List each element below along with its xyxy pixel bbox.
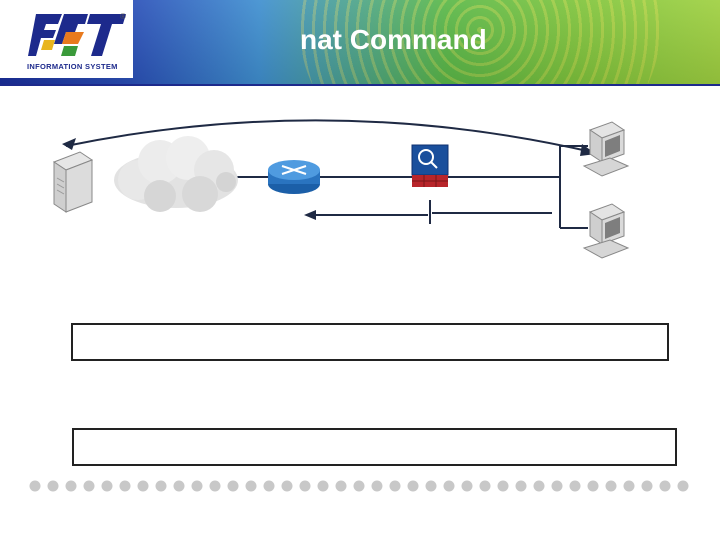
footer-dot (497, 480, 509, 492)
header-banner: ® INFORMATION SYSTEM nat Command (0, 0, 720, 86)
footer-dot (335, 480, 347, 492)
footer-dot (443, 480, 455, 492)
footer-dot (299, 480, 311, 492)
footer-dot (461, 480, 473, 492)
footer-dot (209, 480, 221, 492)
footer-dot (371, 480, 383, 492)
footer-dot (551, 480, 563, 492)
footer-dot (389, 480, 401, 492)
pc-icon (582, 121, 630, 177)
footer-dot (425, 480, 437, 492)
footer-dot (227, 480, 239, 492)
footer-dot (407, 480, 419, 492)
footer-dot (29, 480, 41, 492)
footer-dot (533, 480, 545, 492)
footer-dot (623, 480, 635, 492)
footer-dot (659, 480, 671, 492)
pc-icon (582, 203, 630, 259)
footer-dots (29, 480, 689, 492)
server-icon (52, 151, 94, 213)
logo: ® INFORMATION SYSTEM (0, 0, 133, 78)
arc-arrowhead-icon (62, 138, 76, 150)
footer-dot (677, 480, 689, 492)
footer-dot (587, 480, 599, 492)
firewall-icon (411, 144, 449, 187)
logo-registered-mark: ® (120, 12, 126, 21)
logo-subtitle: INFORMATION SYSTEM (27, 62, 118, 71)
footer-dot (281, 480, 293, 492)
footer-dot (65, 480, 77, 492)
footer-dot (317, 480, 329, 492)
footer-dot (119, 480, 131, 492)
footer-dot (173, 480, 185, 492)
outside-arrowhead-icon (304, 210, 316, 220)
page-title: nat Command (300, 24, 487, 55)
cloud-icon (114, 136, 238, 212)
footer-dot (569, 480, 581, 492)
footer-dot (353, 480, 365, 492)
header-ripple-decoration (300, 0, 660, 86)
footer-dot (263, 480, 275, 492)
footer-dot (137, 480, 149, 492)
footer-dot (191, 480, 203, 492)
footer-dot (605, 480, 617, 492)
command-text-box (71, 323, 669, 361)
fpt-logo-icon (28, 14, 126, 56)
command-text-box (72, 428, 677, 466)
footer-dot (515, 480, 527, 492)
footer-dot (101, 480, 113, 492)
network-diagram (52, 119, 630, 259)
footer-dot (641, 480, 653, 492)
footer-dot (47, 480, 59, 492)
footer-dot (83, 480, 95, 492)
footer-dot (245, 480, 257, 492)
footer-dot (155, 480, 167, 492)
traffic-arc (65, 119, 593, 153)
footer-dot (479, 480, 491, 492)
router-icon (268, 160, 320, 194)
header-divider (0, 84, 720, 86)
